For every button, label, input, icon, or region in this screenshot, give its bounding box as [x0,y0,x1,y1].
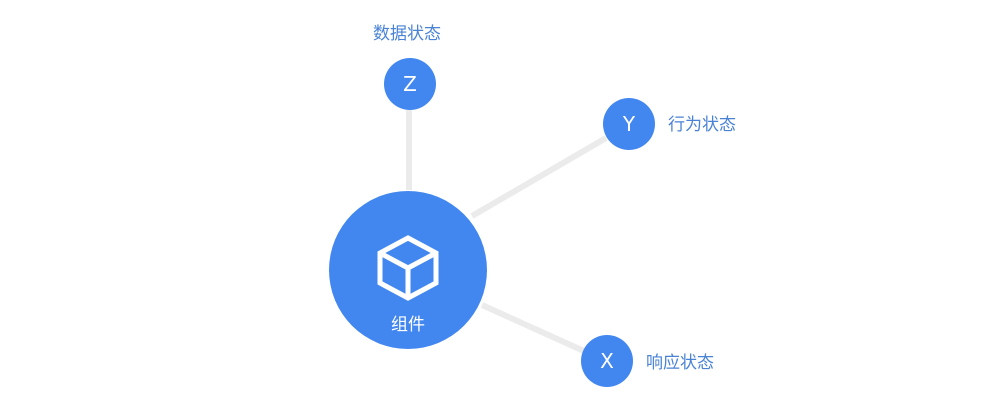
component-node: 组件 [329,191,487,349]
label-response-state: 响应状态 [646,353,714,373]
link-center-x [480,302,588,355]
label-behavior-state: 行为状态 [668,115,736,135]
cube-icon [377,235,439,301]
node-y: Y [603,98,655,150]
node-z-letter: Z [403,72,417,96]
label-data-state: 数据状态 [373,24,441,44]
link-center-y [470,135,608,219]
node-x-letter: X [600,349,614,373]
component-label: 组件 [391,315,425,335]
node-y-letter: Y [622,112,636,136]
node-z: Z [384,58,436,110]
node-x: X [581,335,633,387]
